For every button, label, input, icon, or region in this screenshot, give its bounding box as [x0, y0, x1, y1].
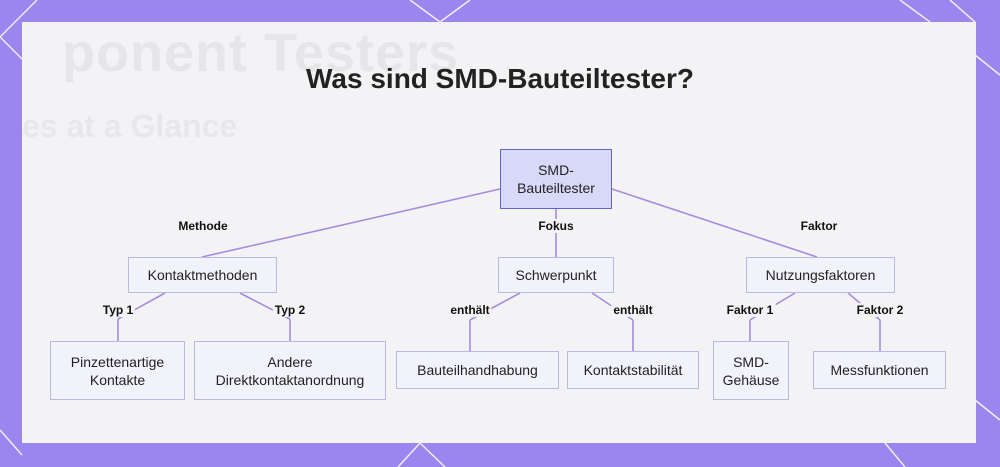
edge-label-methode: Methode	[176, 219, 230, 233]
node-direktkontaktanordnung-label: Andere Direktkontaktanordnung	[215, 353, 365, 388]
node-schwerpunkt: Schwerpunkt	[498, 257, 614, 293]
node-messfunktionen-label: Messfunktionen	[830, 362, 929, 378]
node-root: SMD- Bauteiltester	[500, 149, 612, 209]
edge-label-faktor: Faktor	[798, 219, 840, 233]
edge-label-typ2: Typ 2	[272, 303, 308, 317]
node-kontaktstabilitaet: Kontaktstabilität	[567, 351, 699, 389]
node-schwerpunkt-label: Schwerpunkt	[515, 267, 597, 283]
edge-label-fokus: Fokus	[536, 219, 576, 233]
node-bauteilhandhabung-label: Bauteilhandhabung	[417, 362, 538, 378]
node-kontaktstabilitaet-label: Kontaktstabilität	[583, 362, 683, 378]
edge-label-enthaelt-2: enthält	[611, 303, 655, 317]
background-watermark-subheading: es at a Glance	[22, 108, 238, 144]
node-smd-gehaeuse-label: SMD- Gehäuse	[722, 353, 780, 388]
edge-label-enthaelt-1: enthält	[448, 303, 492, 317]
node-direktkontaktanordnung: Andere Direktkontaktanordnung	[194, 341, 386, 400]
node-pinzettenartige-kontakte-label: Pinzettenartige Kontakte	[70, 353, 165, 388]
edge-root-kontakt	[201, 188, 501, 258]
node-messfunktionen: Messfunktionen	[813, 351, 946, 389]
edge-label-faktor1: Faktor 1	[724, 303, 776, 317]
node-root-label: SMD- Bauteiltester	[517, 162, 595, 196]
edge-label-faktor2: Faktor 2	[854, 303, 906, 317]
node-pinzettenartige-kontakte: Pinzettenartige Kontakte	[50, 341, 185, 400]
node-nutzungsfaktoren: Nutzungsfaktoren	[746, 257, 895, 293]
node-bauteilhandhabung: Bauteilhandhabung	[396, 351, 559, 389]
node-smd-gehaeuse: SMD- Gehäuse	[713, 341, 789, 400]
edge-label-typ1: Typ 1	[100, 303, 136, 317]
node-kontaktmethoden-label: Kontaktmethoden	[147, 267, 258, 283]
node-nutzungsfaktoren-label: Nutzungsfaktoren	[765, 267, 876, 283]
diagram-title: Was sind SMD-Bauteiltester?	[306, 63, 694, 94]
node-kontaktmethoden: Kontaktmethoden	[128, 257, 277, 293]
background-watermark-heading: ponent Testers	[62, 23, 460, 83]
edge-root-nutz	[611, 188, 818, 258]
